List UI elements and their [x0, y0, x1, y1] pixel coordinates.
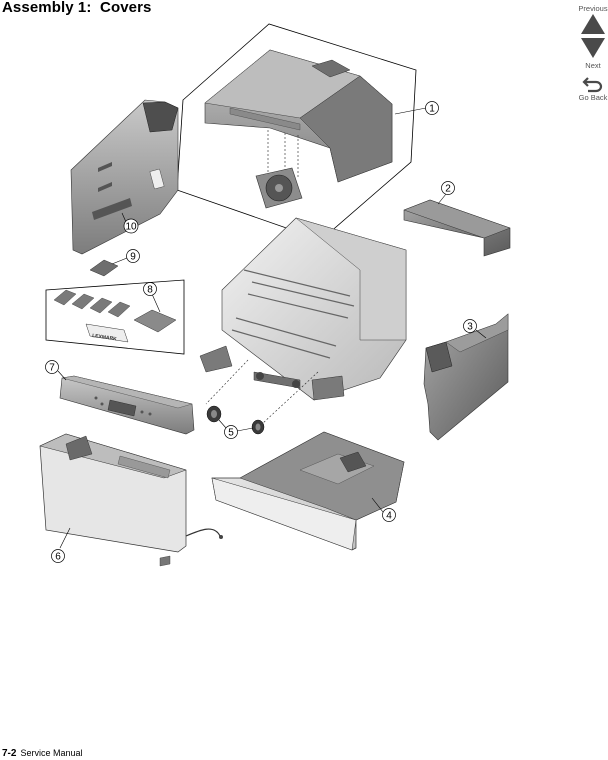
lexmark-plate-text: LEXMARK — [92, 333, 118, 342]
part-2-rear-top-cover — [403, 193, 511, 257]
callout-10: 10 — [123, 218, 139, 234]
callout-3-number: 3 — [467, 322, 473, 333]
up-arrow-icon — [581, 14, 605, 34]
callout-1: 1 — [425, 101, 439, 115]
go-back-arrow-icon — [582, 77, 603, 93]
callout-2: 2 — [441, 181, 455, 195]
callout-1-number: 1 — [429, 104, 435, 115]
callout-4-number: 4 — [386, 511, 392, 522]
callout-8-number: 8 — [147, 285, 153, 296]
footer-page-number: 7-2 — [2, 748, 17, 759]
part-7-operator-panel — [57, 370, 195, 435]
part-9-small-cover — [89, 257, 128, 277]
callout-2-number: 2 — [445, 184, 451, 195]
part-10-left-cover — [70, 99, 179, 255]
part-3-right-cover — [423, 313, 509, 441]
part-4-paper-tray — [211, 431, 405, 551]
callout-10-number: 10 — [125, 222, 137, 233]
callout-9: 9 — [126, 249, 140, 263]
navigation-panel: Previous Next Go Back — [574, 4, 608, 102]
callout-7: 7 — [45, 360, 59, 374]
go-back-label: Go Back — [578, 93, 608, 102]
callout-5: 5 — [224, 425, 238, 439]
callout-9-number: 9 — [130, 252, 136, 263]
callout-5-number: 5 — [228, 428, 234, 439]
printer-frame — [199, 217, 407, 425]
down-arrow-icon — [581, 38, 605, 58]
callout-6: 6 — [51, 549, 65, 563]
part-1-top-cover-group — [176, 23, 427, 241]
part-6-front-door — [39, 433, 223, 567]
page-title: Assembly 1: Covers — [2, 0, 152, 16]
part-8-panel-kit-group: LEXMARK — [45, 279, 185, 355]
fan — [255, 167, 303, 209]
callout-3: 3 — [463, 319, 477, 333]
callout-8: 8 — [143, 282, 157, 296]
go-back-button[interactable] — [574, 75, 608, 93]
callout-7-number: 7 — [49, 363, 55, 374]
callout-6-number: 6 — [55, 552, 61, 563]
footer-manual-name: Service Manual — [20, 748, 83, 758]
next-label: Next — [585, 61, 601, 70]
part-5-pick-tires — [206, 405, 265, 435]
previous-label: Previous — [578, 4, 608, 13]
next-button[interactable] — [574, 37, 608, 59]
previous-button[interactable] — [574, 13, 608, 35]
callout-4: 4 — [382, 508, 396, 522]
